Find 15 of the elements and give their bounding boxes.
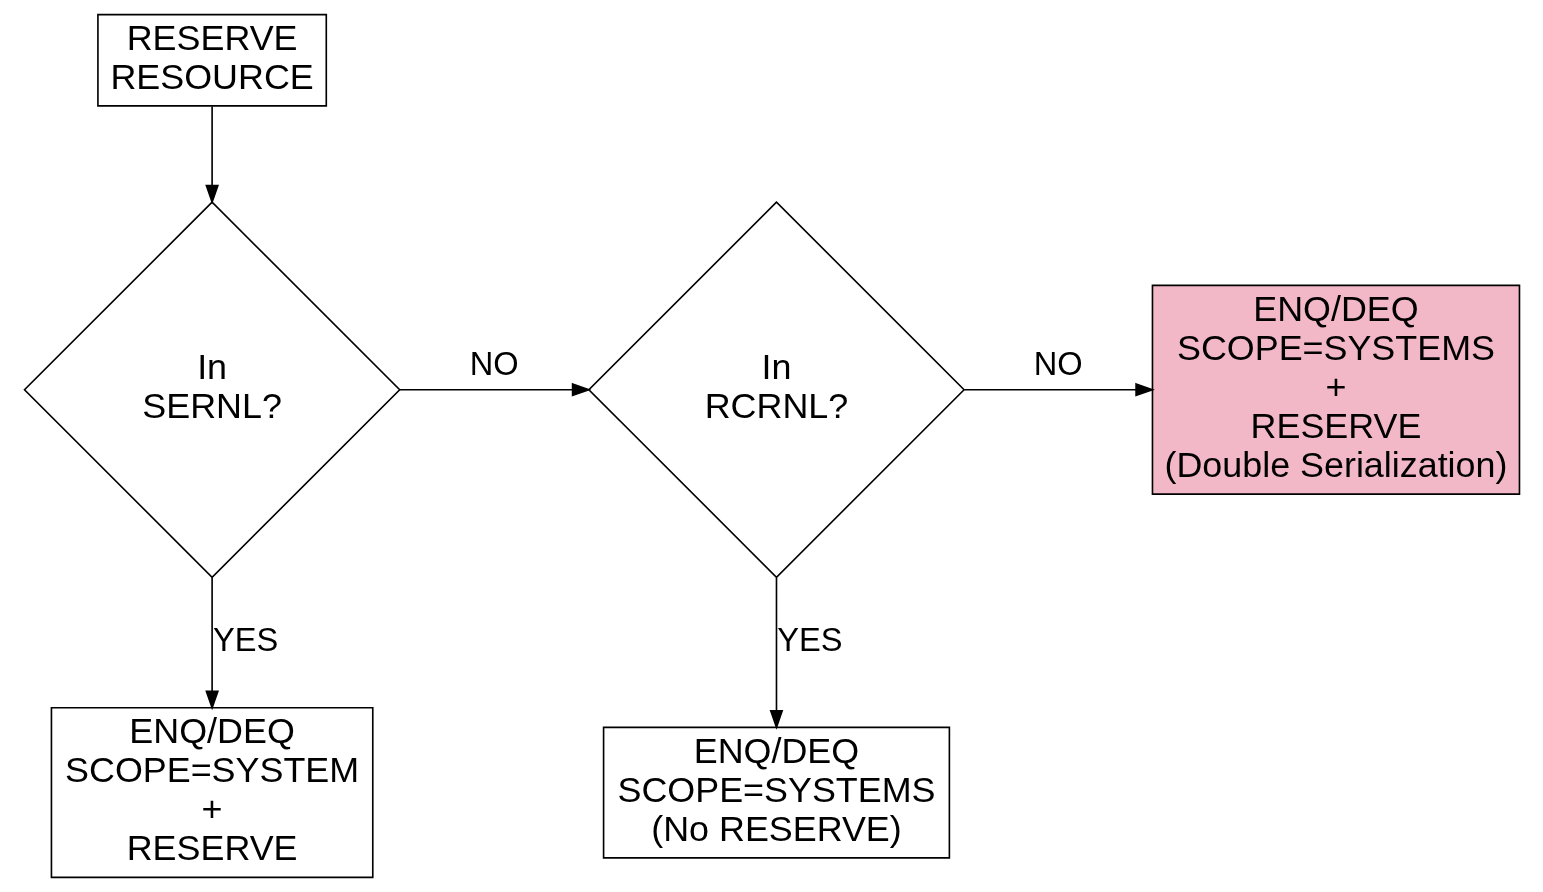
node-diamond: In SERNL? bbox=[22, 201, 401, 579]
node-box: ENQ/DEQ SCOPE=SYSTEMS (No RESERVE) bbox=[602, 726, 950, 859]
node-diamond: In RCRNL? bbox=[587, 201, 965, 579]
arrow bbox=[398, 382, 591, 397]
node-box: ENQ/DEQ SCOPE=SYSTEMS + RESERVE (Double Serialization) bbox=[1151, 284, 1520, 495]
edge-label: NO bbox=[1033, 345, 1083, 383]
arrow bbox=[204, 105, 219, 205]
node-box: ENQ/DEQ SCOPE=SYSTEM + RESERVE bbox=[50, 707, 374, 879]
arrow bbox=[963, 382, 1155, 397]
edge-label: NO bbox=[469, 345, 519, 383]
arrow bbox=[204, 576, 219, 711]
node-box: RESERVE RESOURCE bbox=[96, 13, 327, 107]
arrow bbox=[769, 576, 783, 730]
edge-label: YES bbox=[776, 620, 843, 658]
edge-label: YES bbox=[212, 620, 278, 658]
